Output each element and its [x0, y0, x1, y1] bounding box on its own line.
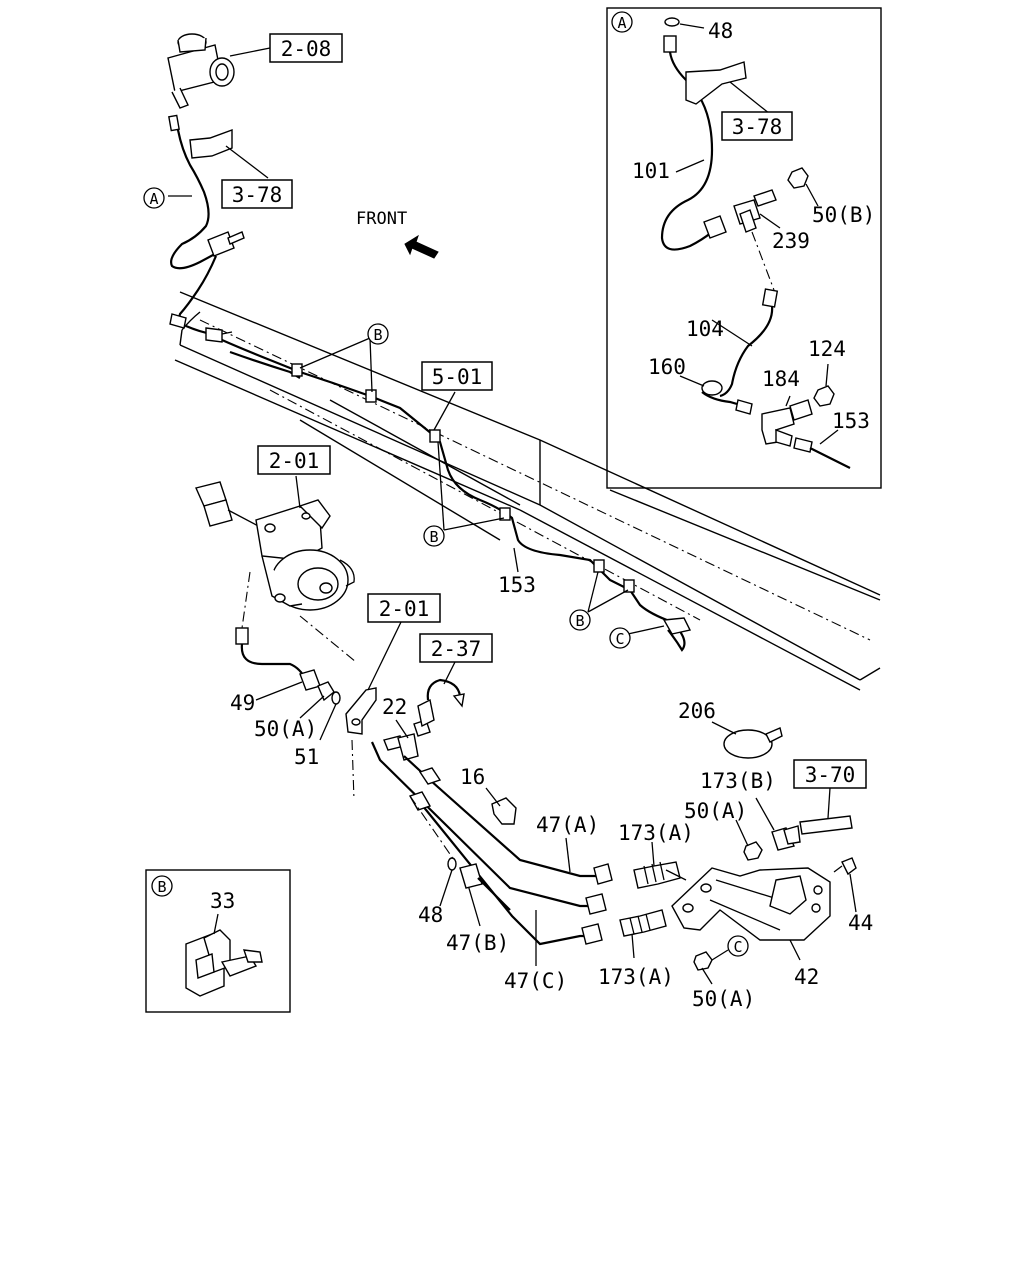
part-label-50b: 50(B) — [812, 203, 875, 227]
callout-c-1: C — [609, 627, 631, 649]
part-label-50a-2: 50(A) — [684, 799, 747, 823]
part-label-47c: 47(C) — [504, 969, 567, 993]
callout-a-inset: A — [611, 11, 633, 33]
part-label-33: 33 — [210, 889, 235, 913]
clip-b3 — [429, 429, 441, 443]
part-label-124: 124 — [808, 337, 846, 361]
part-label-44: 44 — [848, 911, 873, 935]
part-label-160: 160 — [648, 355, 686, 379]
brake-pipe-49 — [235, 627, 341, 741]
clip-b6 — [623, 579, 635, 593]
front-direction-arrow — [404, 234, 439, 259]
svg-text:B: B — [575, 612, 584, 630]
clip-b1 — [291, 363, 303, 377]
callout-b-3: B — [569, 609, 591, 631]
ref-label: 2-37 — [431, 637, 482, 661]
callout-b-2: B — [423, 525, 445, 547]
callout-b-1: B — [367, 323, 389, 345]
ref-label: 5-01 — [432, 365, 483, 389]
reference-box-3-78-inset: 3-78 — [721, 111, 793, 141]
ref-label: 3-78 — [732, 115, 783, 139]
clip-b5 — [593, 559, 605, 573]
part-label-153: 153 — [498, 573, 536, 597]
svg-text:C: C — [733, 938, 742, 956]
reference-box-5-01: 5-01 — [421, 361, 493, 391]
part-label-42: 42 — [794, 965, 819, 989]
callout-b-inset: B — [151, 875, 173, 897]
callout-a-main: A — [143, 187, 165, 209]
ref-label: 3-70 — [805, 763, 856, 787]
chassis-frame-rail — [174, 291, 881, 691]
master-cylinder-reservoir — [167, 33, 271, 109]
reference-box-2-01-booster: 2-01 — [257, 445, 331, 475]
callout-c-2: C — [727, 935, 749, 957]
detail-inset-b — [145, 869, 291, 1013]
part-label-49: 49 — [230, 691, 255, 715]
svg-text:C: C — [615, 630, 624, 648]
hose-173b — [755, 787, 853, 851]
part-label-47b: 47(B) — [446, 931, 509, 955]
reference-box-3-70: 3-70 — [793, 759, 867, 789]
reference-box-2-01-bracket: 2-01 — [367, 593, 441, 623]
brake-pipe-upper — [168, 114, 269, 343]
brake-booster-assembly — [195, 475, 357, 801]
reference-box-2-08: 2-08 — [269, 33, 343, 63]
part-label-173b: 173(B) — [700, 769, 776, 793]
clip-b4 — [499, 507, 511, 521]
svg-text:B: B — [373, 326, 382, 344]
part-label-239: 239 — [772, 229, 810, 253]
proportioning-valve-bracket — [345, 619, 465, 761]
bracket-42 — [671, 819, 857, 985]
part-label-104: 104 — [686, 317, 724, 341]
brake-pipe-153-main — [221, 337, 692, 652]
ref-label: 3-78 — [232, 183, 283, 207]
reference-box-2-37: 2-37 — [419, 633, 493, 663]
part-label-50a-1: 50(A) — [254, 717, 317, 741]
svg-text:A: A — [617, 14, 626, 32]
part-label-48: 48 — [418, 903, 443, 927]
part-label-50a-3: 50(A) — [692, 987, 755, 1011]
part-label-47a: 47(A) — [536, 813, 599, 837]
ref-label: 2-01 — [379, 597, 430, 621]
reference-box-3-78-main: 3-78 — [221, 179, 293, 209]
part-label-16: 16 — [460, 765, 485, 789]
detail-inset-a — [606, 7, 882, 489]
front-label: FRONT — [356, 209, 407, 229]
brake-pipes-47 — [370, 741, 613, 966]
svg-text:A: A — [149, 190, 158, 208]
clip-b2 — [365, 389, 377, 403]
svg-text:B: B — [429, 528, 438, 546]
part-label-173a-1: 173(A) — [618, 821, 694, 845]
part-label-153-inset: 153 — [832, 409, 870, 433]
svg-text:B: B — [157, 878, 166, 896]
ref-label: 2-01 — [269, 449, 320, 473]
part-label-22: 22 — [382, 695, 407, 719]
part-label-206: 206 — [678, 699, 716, 723]
part-label-184: 184 — [762, 367, 800, 391]
part-label-101: 101 — [632, 159, 670, 183]
part-label-51: 51 — [294, 745, 319, 769]
part-label-48-inset: 48 — [708, 19, 733, 43]
ref-label: 2-08 — [281, 37, 332, 61]
fittings-173a — [619, 841, 687, 959]
part-label-173a-2: 173(A) — [598, 965, 674, 989]
hose-clamp-206 — [711, 721, 783, 759]
